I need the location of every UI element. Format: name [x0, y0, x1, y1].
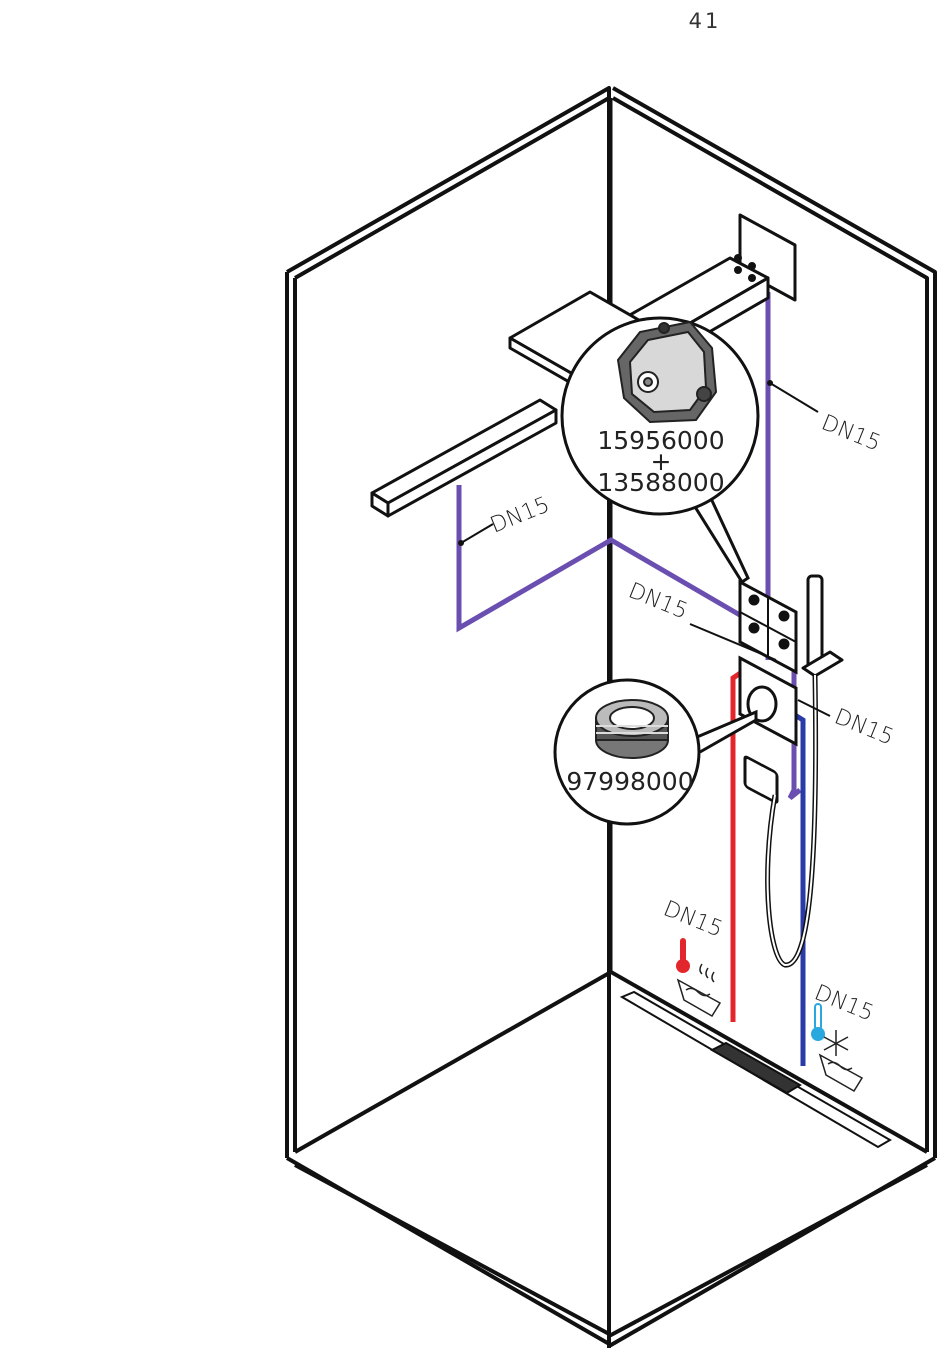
snowflake-icon	[824, 1030, 848, 1056]
thermometer-cold-icon	[811, 1004, 825, 1041]
wall-left-inner-edge	[295, 98, 609, 278]
wall-left-top-edge	[287, 88, 609, 1348]
dn-module: DN15	[625, 578, 691, 624]
dn-control: DN15	[831, 704, 897, 750]
floor-back-left	[295, 972, 611, 1152]
outlet-elbow	[745, 756, 777, 803]
dn-label-overhead-left: DN15	[458, 492, 553, 546]
drain-grate	[712, 1043, 800, 1093]
cold-basin-icon	[820, 1055, 862, 1091]
spacer-ring	[596, 700, 668, 758]
dn-overhead-left: DN15	[487, 492, 553, 538]
callout-top: 15956000 + 13588000	[562, 318, 758, 582]
handshower-head	[808, 576, 822, 670]
thermometer-hot-icon	[676, 938, 690, 973]
page-number: 41	[689, 9, 722, 33]
callout-bottom-part: 97998000	[566, 767, 693, 796]
dn-label-control: DN15	[798, 700, 897, 751]
control-module-upper	[740, 582, 796, 672]
bar-top	[372, 400, 556, 503]
callout-bottom: 97998000	[555, 680, 756, 824]
dn-label-overhead-right: DN15	[767, 380, 884, 457]
floor-back-right	[611, 972, 927, 1152]
dn-hot: DN15	[660, 896, 726, 942]
callout-top-part-2: 13588000	[597, 468, 724, 497]
hot-water-indicator: DN15	[660, 896, 726, 1016]
control-module-lower	[740, 658, 796, 803]
dn-overhead-right: DN15	[818, 410, 884, 456]
cold-water-indicator: DN15	[811, 980, 877, 1091]
